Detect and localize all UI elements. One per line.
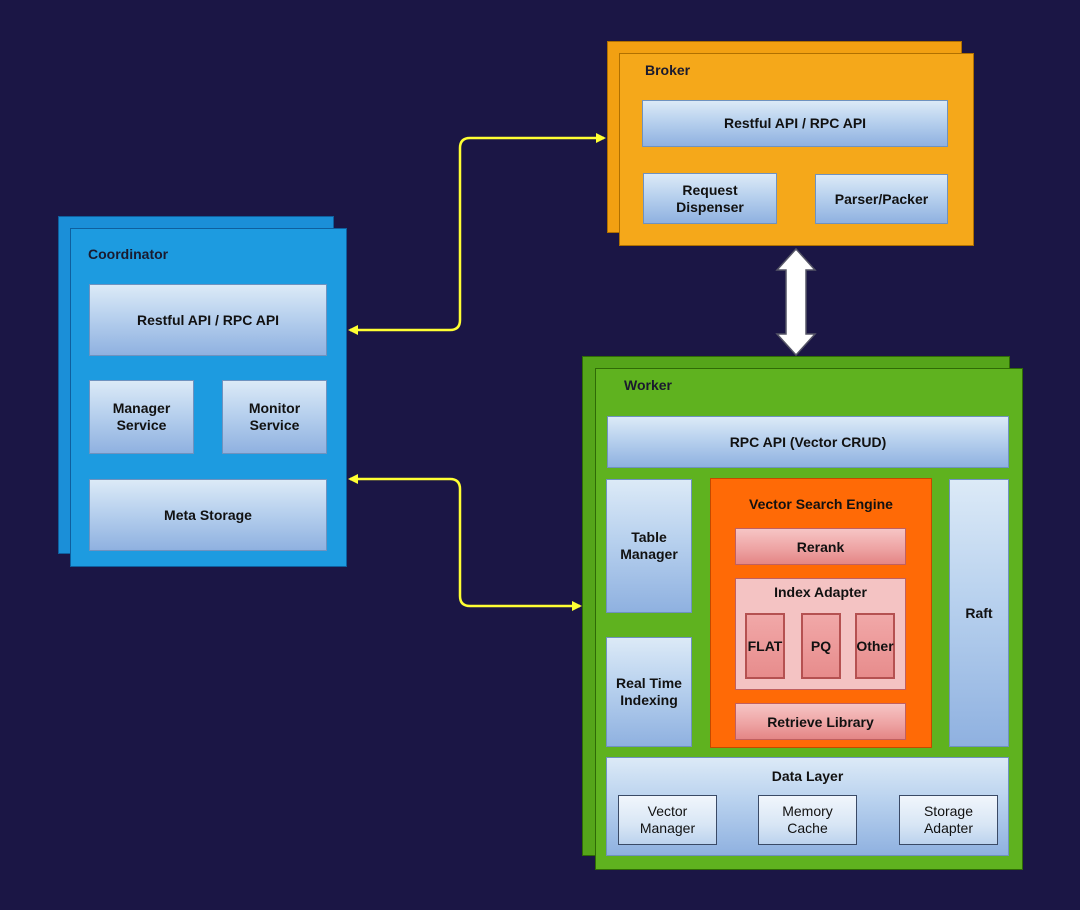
other-index-box: Other <box>855 613 895 679</box>
coordinator-api-box: Restful API / RPC API <box>89 284 327 356</box>
broker-worker-double-arrow <box>775 247 817 357</box>
index-adapter-title: Index Adapter <box>774 584 867 600</box>
worker-title: Worker <box>624 377 672 393</box>
coordinator-worker-connector <box>348 474 582 611</box>
manager-service-box: Manager Service <box>89 380 194 454</box>
monitor-service-line2: Service <box>249 417 300 433</box>
parser-packer-box: Parser/Packer <box>815 174 948 224</box>
table-manager-line1: Table <box>631 529 667 545</box>
data-layer-title: Data Layer <box>771 768 844 784</box>
real-time-indexing-box: Real Time Indexing <box>606 637 692 747</box>
real-time-indexing-line2: Indexing <box>620 692 678 708</box>
request-dispenser-line2: Dispenser <box>676 198 744 215</box>
coordinator-broker-connector <box>348 133 606 335</box>
rpc-api-box: RPC API (Vector CRUD) <box>607 416 1009 468</box>
rerank-box: Rerank <box>735 528 906 565</box>
monitor-service-line1: Monitor <box>248 400 301 416</box>
vector-manager-box: Vector Manager <box>618 795 717 845</box>
pq-index-box: PQ <box>801 613 841 679</box>
manager-service-line1: Manager <box>112 400 171 416</box>
monitor-service-box: Monitor Service <box>222 380 327 454</box>
vector-manager-line2: Manager <box>639 820 696 836</box>
memory-cache-line1: Memory <box>782 803 833 819</box>
manager-service-line2: Service <box>116 417 167 433</box>
request-dispenser-line1: Request <box>682 181 738 198</box>
storage-adapter-line1: Storage <box>923 803 974 819</box>
meta-storage-box: Meta Storage <box>89 479 327 551</box>
raft-box: Raft <box>949 479 1009 747</box>
memory-cache-box: Memory Cache <box>758 795 857 845</box>
retrieve-library-box: Retrieve Library <box>735 703 906 740</box>
coordinator-title: Coordinator <box>88 246 169 262</box>
storage-adapter-line2: Adapter <box>923 820 974 836</box>
vector-manager-line1: Vector <box>647 803 688 819</box>
request-dispenser-box: Request Dispenser <box>643 173 777 224</box>
broker-api-box: Restful API / RPC API <box>642 100 948 147</box>
flat-index-box: FLAT <box>745 613 785 679</box>
storage-adapter-box: Storage Adapter <box>899 795 998 845</box>
real-time-indexing-line1: Real Time <box>616 675 682 691</box>
table-manager-line2: Manager <box>620 546 678 562</box>
table-manager-box: Table Manager <box>606 479 692 613</box>
broker-title: Broker <box>645 62 691 78</box>
vector-search-engine-title: Vector Search Engine <box>749 496 893 512</box>
memory-cache-line2: Cache <box>787 820 828 836</box>
